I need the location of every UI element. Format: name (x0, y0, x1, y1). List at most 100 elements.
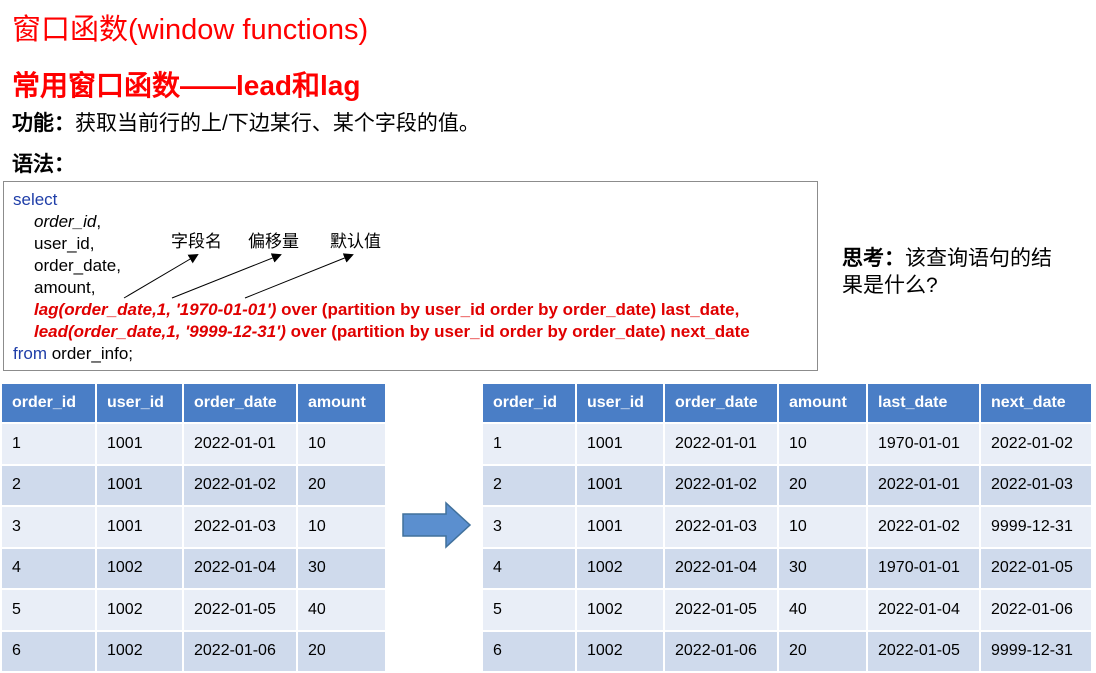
column-header-order-date: order_date (665, 384, 777, 422)
code-lead-function: lead(order_date,1, '9999-12-31') (34, 322, 286, 341)
code-lead-over: over (partition by user_id order by orde… (285, 322, 750, 341)
table-cell: 10 (779, 507, 866, 547)
code-from-table: order_info; (47, 344, 133, 363)
table-cell: 10 (779, 424, 866, 464)
table-cell: 1 (483, 424, 575, 464)
table-cell: 2 (2, 465, 95, 505)
code-box: select order_id, user_id, order_date, am… (3, 181, 818, 371)
table-cell: 2022-01-06 (665, 631, 777, 671)
table-cell: 1970-01-01 (868, 424, 979, 464)
column-header-amount: amount (298, 384, 385, 422)
table-cell: 2022-01-04 (665, 548, 777, 588)
table-cell: 2022-01-02 (184, 465, 296, 505)
table-cell: 1002 (97, 590, 182, 630)
table-cell: 30 (298, 548, 385, 588)
table-cell: 2022-01-05 (868, 631, 979, 671)
table-cell: 9999-12-31 (981, 507, 1091, 547)
table-cell: 2022-01-02 (868, 507, 979, 547)
table-cell: 1001 (577, 465, 663, 505)
annotation-field-name: 字段名 (171, 232, 222, 251)
table-cell: 1002 (97, 631, 182, 671)
code-select-keyword: select (13, 190, 58, 209)
table-cell: 20 (779, 631, 866, 671)
table-cell: 2022-01-01 (868, 465, 979, 505)
code-lag-function: lag(order_date,1, '1970-01-01') (34, 300, 277, 319)
sql-code: select order_id, user_id, order_date, am… (13, 189, 750, 365)
table-cell: 5 (2, 590, 95, 630)
table-cell: 9999-12-31 (981, 631, 1091, 671)
table-cell: 1001 (97, 424, 182, 464)
table-cell: 1 (2, 424, 95, 464)
table-cell: 10 (298, 424, 385, 464)
table-cell: 2 (483, 465, 575, 505)
table-cell: 10 (298, 507, 385, 547)
table-cell: 6 (483, 631, 575, 671)
table-cell: 4 (483, 548, 575, 588)
table-cell: 1002 (577, 631, 663, 671)
column-header-user-id: user_id (577, 384, 663, 422)
table-cell: 2022-01-05 (665, 590, 777, 630)
table-cell: 1002 (577, 548, 663, 588)
code-col-user-id: user_id, (34, 234, 95, 253)
column-header-order-id: order_id (483, 384, 575, 422)
table-cell: 2022-01-02 (981, 424, 1091, 464)
table-cell: 2022-01-02 (665, 465, 777, 505)
table-cell: 40 (779, 590, 866, 630)
table-cell: 20 (298, 465, 385, 505)
column-header-user-id: user_id (97, 384, 182, 422)
table-cell: 1001 (577, 507, 663, 547)
function-label: 功能： (12, 112, 75, 135)
column-header-last-date: last_date (868, 384, 979, 422)
function-description: 功能：获取当前行的上/下边某行、某个字段的值。 (12, 107, 480, 137)
table-cell: 2022-01-05 (184, 590, 296, 630)
table-cell: 2022-01-04 (868, 590, 979, 630)
table-cell: 2022-01-06 (981, 590, 1091, 630)
table-cell: 1001 (97, 465, 182, 505)
code-col-order-id: order_id (34, 212, 97, 231)
table-cell: 2022-01-03 (981, 465, 1091, 505)
column-header-order-id: order_id (2, 384, 95, 422)
code-lag-over: over (partition by user_id order by orde… (276, 300, 740, 319)
think-question: 思考：该查询语句的结果是什么? (842, 245, 1052, 299)
table-cell: 2022-01-03 (184, 507, 296, 547)
think-label: 思考： (842, 247, 905, 270)
column-header-next-date: next_date (981, 384, 1091, 422)
table-cell: 1002 (97, 548, 182, 588)
table-cell: 2022-01-05 (981, 548, 1091, 588)
table-cell: 3 (2, 507, 95, 547)
table-cell: 40 (298, 590, 385, 630)
table-cell: 2022-01-04 (184, 548, 296, 588)
annotation-offset: 偏移量 (248, 232, 299, 251)
table-cell: 2022-01-01 (665, 424, 777, 464)
column-header-order-date: order_date (184, 384, 296, 422)
right-arrow-icon (402, 501, 472, 549)
column-header-amount: amount (779, 384, 866, 422)
function-text: 获取当前行的上/下边某行、某个字段的值。 (75, 112, 480, 135)
section-subtitle: 常用窗口函数——lead和lag (12, 70, 361, 101)
table-cell: 2022-01-06 (184, 631, 296, 671)
table-cell: 30 (779, 548, 866, 588)
table-cell: 20 (298, 631, 385, 671)
code-from-keyword: from (13, 344, 47, 363)
annotation-default-value: 默认值 (330, 232, 381, 251)
table-cell: 2022-01-01 (184, 424, 296, 464)
code-col-amount: amount, (34, 278, 96, 297)
table-cell: 3 (483, 507, 575, 547)
table-cell: 1970-01-01 (868, 548, 979, 588)
syntax-label: 语法： (12, 153, 75, 176)
table-cell: 6 (2, 631, 95, 671)
table-cell: 4 (2, 548, 95, 588)
